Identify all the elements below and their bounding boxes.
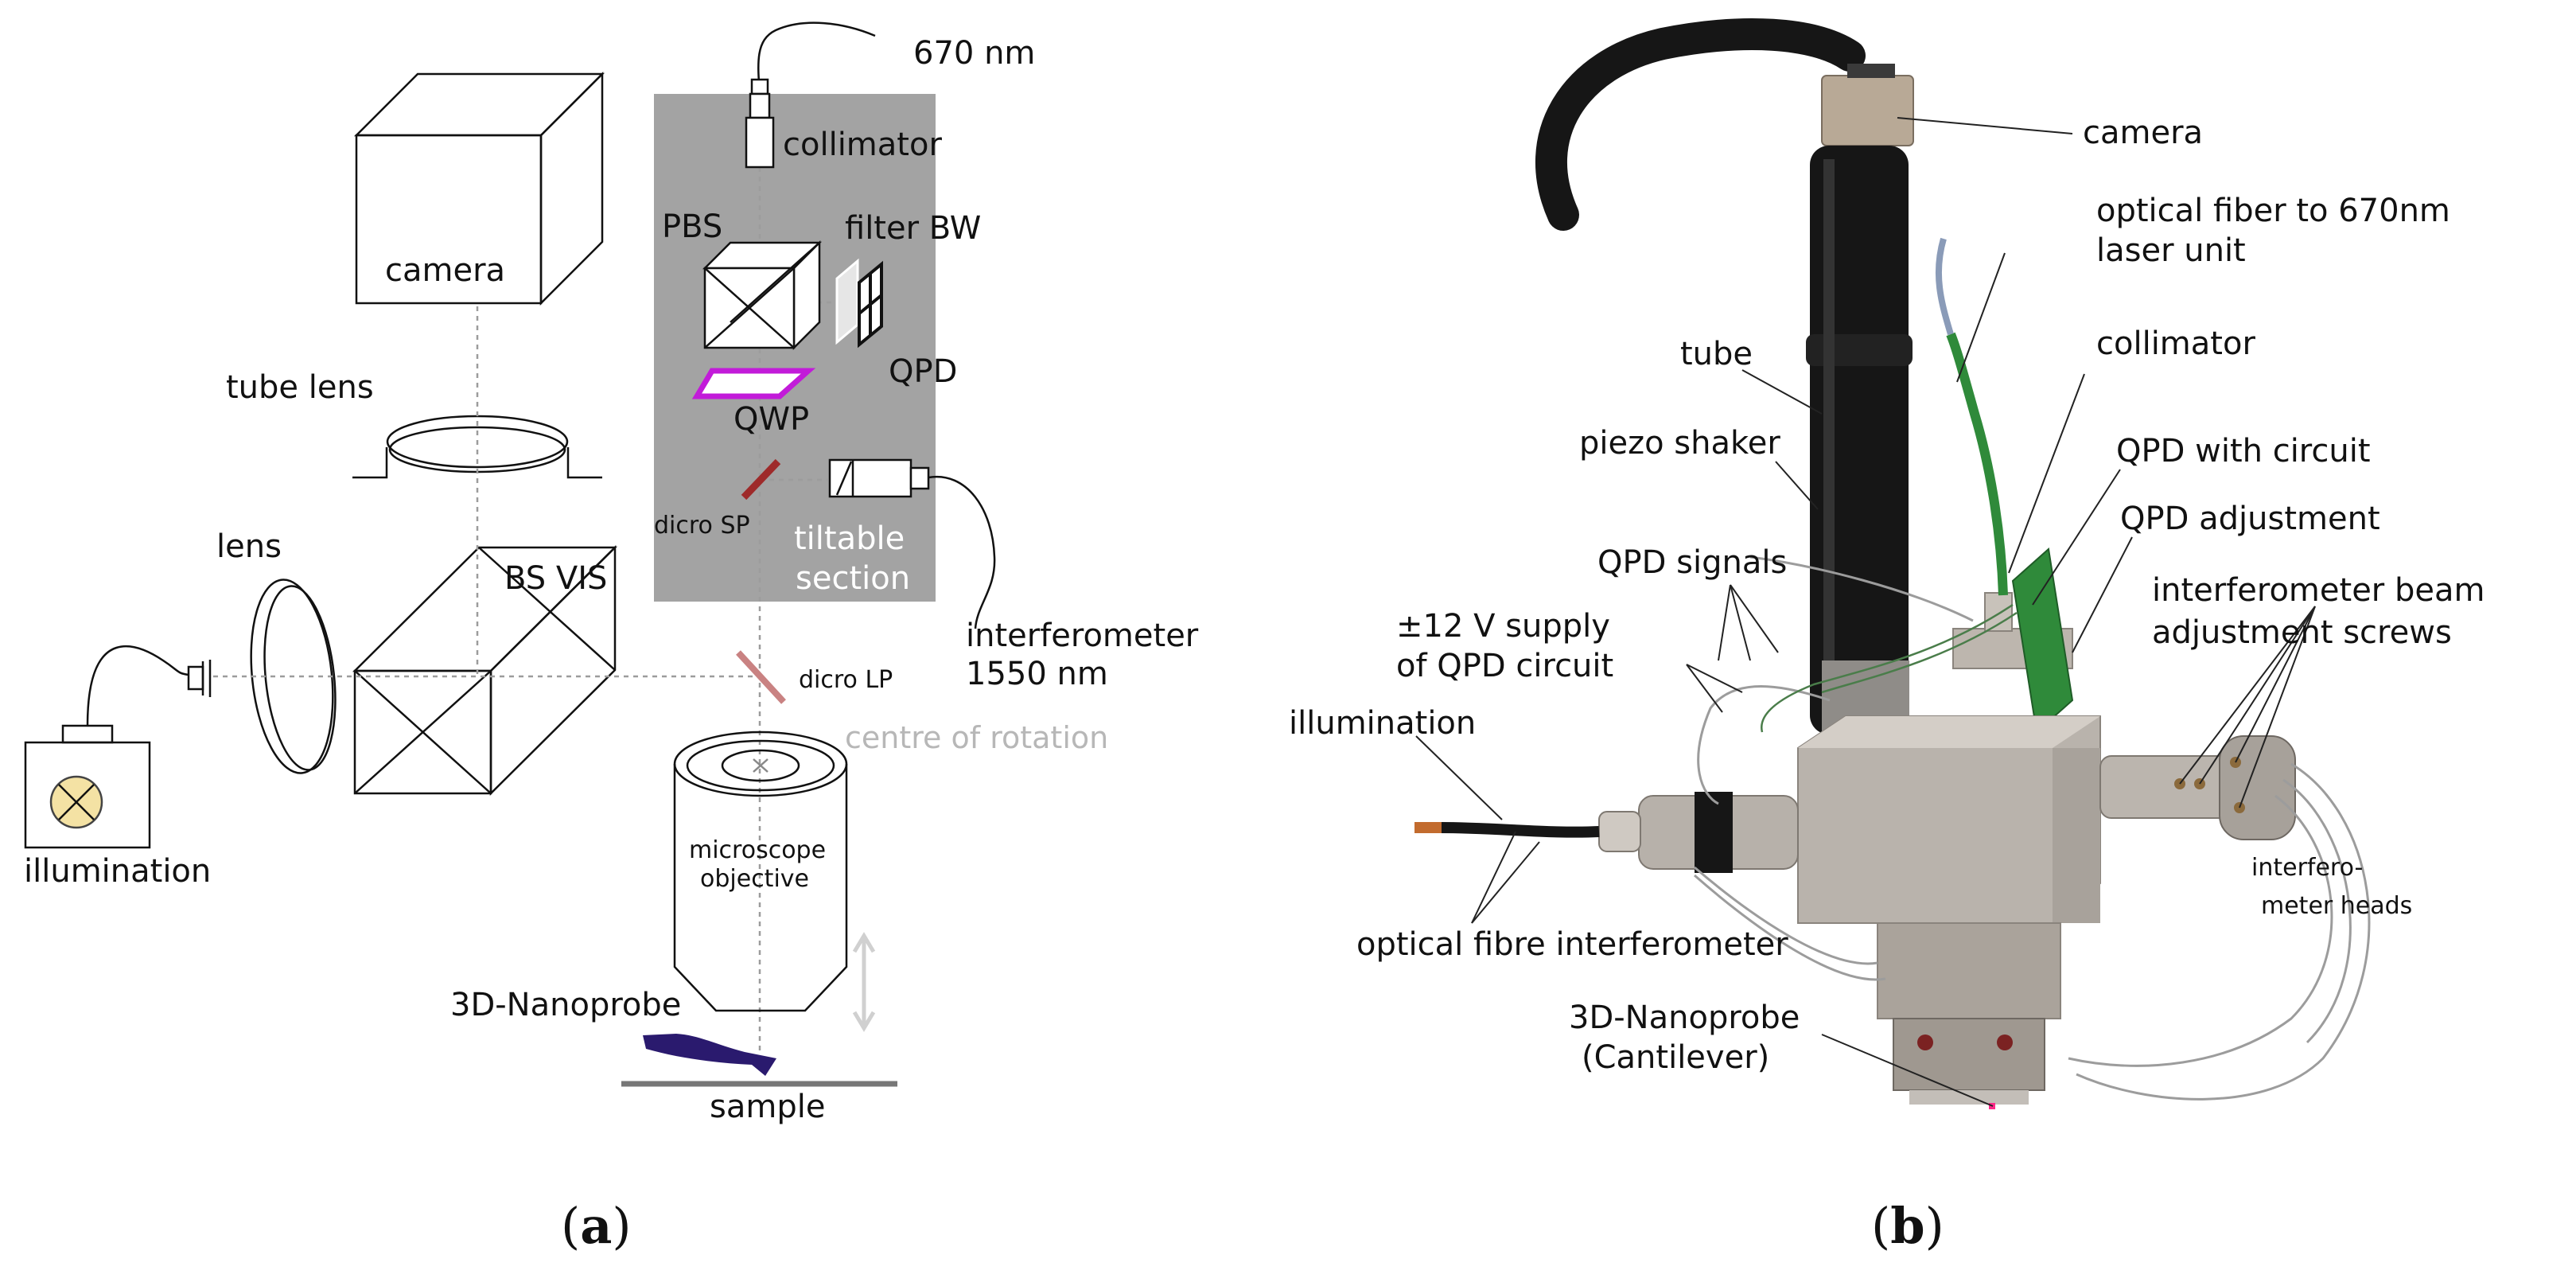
dicro-sp	[741, 458, 781, 501]
illumination-cylinder	[1414, 792, 1799, 873]
label-b-ifm-beam-2: adjustment screws	[2152, 614, 2452, 651]
label-tube-lens: tube lens	[226, 369, 374, 406]
qpd-circuit-board	[2011, 547, 2074, 734]
label-b-supply-2: of QPD circuit	[1396, 648, 1613, 684]
label-dicro-lp: dicro LP	[799, 666, 893, 694]
label-b-ifm-beam-1: interferometer beam	[2152, 572, 2485, 609]
label-b-supply-1: ±12 V supply	[1396, 608, 1610, 645]
bs-vis-cube	[352, 544, 618, 797]
label-lens: lens	[216, 528, 282, 565]
qwp	[691, 368, 816, 399]
label-b-nanoprobe-1: 3D-Nanoprobe	[1569, 999, 1800, 1036]
label-camera: camera	[385, 252, 505, 289]
label-b-ifm-heads-2: meter heads	[2261, 892, 2412, 920]
label-qpd: QPD	[889, 353, 957, 390]
interferometer-cylinder	[2099, 735, 2296, 840]
label-interferometer: interferometer	[966, 618, 1199, 654]
green-fiber	[1946, 332, 2008, 596]
label-b-qpd-signals: QPD signals	[1597, 544, 1787, 581]
label-b-piezo: piezo shaker	[1579, 425, 1780, 462]
panel-letter-b: (b)	[1871, 1197, 1944, 1255]
pbs-cube	[702, 240, 823, 351]
fiber-670	[757, 21, 876, 95]
z-motion-arrow	[852, 932, 876, 1032]
label-objective-1: microscope	[689, 836, 826, 864]
label-b-fiber-1: optical fiber to 670nm	[2096, 193, 2450, 229]
label-b-fiber-2: laser unit	[2096, 232, 2246, 269]
label-b-qpd-circuit: QPD with circuit	[2116, 433, 2371, 470]
label-nanoprobe: 3D-Nanoprobe	[450, 987, 681, 1023]
label-sample: sample	[710, 1089, 825, 1125]
panel-b: camera optical fiber to 670nm laser unit…	[1289, 18, 2485, 1255]
label-b-qpd-adjust: QPD adjustment	[2120, 501, 2380, 537]
label-collimator: collimator	[783, 127, 942, 163]
label-objective-2: objective	[700, 865, 809, 893]
label-qwp: QWP	[733, 401, 809, 438]
leader-lines	[1415, 117, 2316, 1107]
nanoprobe	[643, 1034, 776, 1076]
microscope-objective	[673, 731, 848, 1012]
label-b-fibre-ifm: optical fibre interferometer	[1356, 926, 1788, 963]
dicro-lp	[736, 650, 786, 704]
camera-head	[1821, 75, 1914, 146]
label-filter-bw: filter BW	[845, 210, 981, 247]
lower-stage	[1893, 1018, 2045, 1109]
label-laser: 670 nm	[913, 35, 1035, 72]
label-b-ifm-heads-1: interfero-	[2251, 854, 2363, 882]
panel-letter-a: (a)	[561, 1197, 632, 1255]
collimator-a	[745, 78, 775, 169]
panel-a: camera tube lens BS VIS lens	[24, 21, 1199, 1255]
illumination-source	[24, 645, 212, 849]
label-section: section	[796, 560, 910, 597]
label-centre-rotation: centre of rotation	[845, 720, 1108, 755]
label-b-tube: tube	[1680, 336, 1753, 372]
label-dicro-sp: dicro SP	[654, 512, 750, 540]
fiber-1550	[928, 475, 996, 629]
label-b-illumination: illumination	[1289, 705, 1476, 742]
camera-cube	[353, 71, 605, 306]
label-interferometer-nm: 1550 nm	[966, 656, 1108, 692]
label-illumination: illumination	[24, 853, 211, 890]
interferometer-collimator-a	[828, 458, 930, 498]
qpd-signal-wires	[1761, 603, 2018, 733]
label-tiltable: tiltable	[794, 520, 905, 557]
main-housing	[1797, 715, 2101, 1019]
label-b-camera: camera	[2083, 115, 2203, 151]
cables	[1694, 555, 2371, 1101]
black-hose	[1535, 18, 1866, 231]
label-bs-vis: BS VIS	[504, 560, 607, 597]
qpd-a	[858, 260, 883, 349]
label-b-nanoprobe-2: (Cantilever)	[1582, 1039, 1769, 1076]
lens	[250, 579, 337, 774]
label-b-collimator: collimator	[2096, 325, 2255, 362]
label-pbs: PBS	[662, 208, 722, 245]
